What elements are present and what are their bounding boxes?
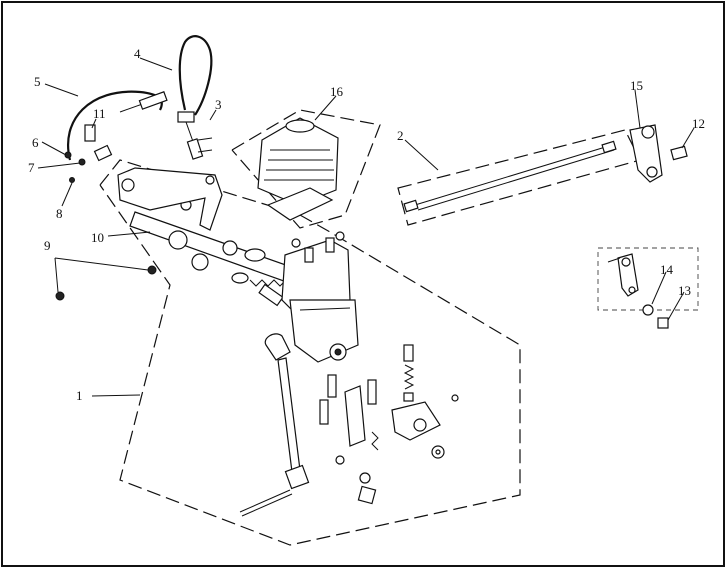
shifter-boot — [257, 117, 339, 221]
shift-bracket — [117, 167, 223, 231]
detail-boundary-13-14 — [597, 247, 699, 311]
callout-9: 9 — [44, 238, 51, 253]
callout-4: 4 — [134, 46, 141, 61]
callout-2: 2 — [397, 128, 404, 143]
lower-shift-rod — [239, 333, 310, 517]
shift-cable — [67, 35, 213, 161]
callout-3: 3 — [215, 97, 222, 112]
shift-lever-arm — [129, 211, 301, 286]
callout-labels: 1 2 3 4 5 6 7 8 9 10 12 11 13 14 15 16 — [28, 46, 705, 403]
callout-13: 13 — [678, 283, 691, 298]
callout-6: 6 — [32, 135, 39, 150]
detent-assembly — [335, 344, 459, 505]
callout-12: 12 — [692, 116, 705, 131]
callout-8: 8 — [56, 206, 63, 221]
callout-14: 14 — [660, 262, 674, 277]
callout-16: 16 — [330, 84, 344, 99]
shift-rod — [403, 140, 617, 213]
detail-lever-small — [607, 253, 669, 329]
callout-5: 5 — [34, 74, 41, 89]
leader-lines — [37, 57, 695, 397]
callout-7: 7 — [28, 160, 35, 175]
housing-bolts — [319, 374, 377, 447]
callout-10: 10 — [91, 230, 104, 245]
fasteners-upper-left — [55, 124, 192, 301]
linkage-spring — [249, 279, 287, 307]
callout-11: 11 — [93, 106, 106, 121]
callout-1: 1 — [76, 388, 83, 403]
rod-end-lever — [629, 124, 688, 183]
callout-15: 15 — [630, 78, 643, 93]
shifter-housing — [281, 231, 359, 363]
